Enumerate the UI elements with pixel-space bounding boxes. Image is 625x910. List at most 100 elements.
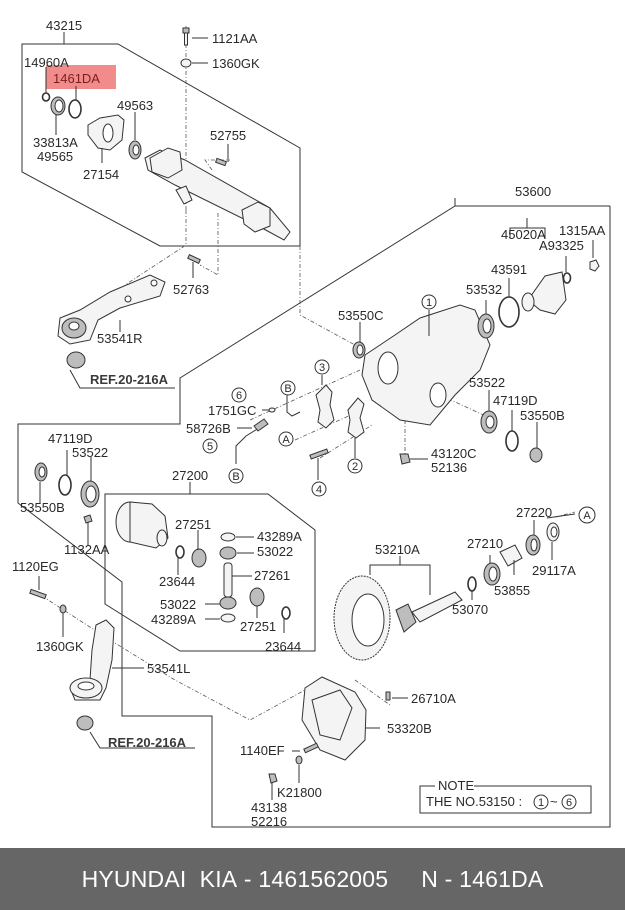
assembly-line	[299, 246, 356, 346]
label-45020A: 45020A	[501, 227, 546, 242]
svg-text:B: B	[284, 383, 291, 395]
seal-53550C	[352, 341, 366, 359]
label-27220: 27220	[516, 505, 552, 520]
clip-1751GC	[268, 407, 276, 413]
housing-27154	[87, 114, 125, 151]
label-53210A: 53210A	[375, 542, 420, 557]
bolt-43120C	[399, 453, 411, 465]
deflector-43591	[498, 296, 520, 328]
highlight-box	[46, 65, 116, 89]
shim-29117A	[546, 522, 560, 542]
note-range-from: 1	[538, 797, 544, 809]
washer-23644-b	[281, 606, 291, 620]
label-29117A: 29117A	[532, 563, 576, 578]
label-52136: 52136	[431, 460, 467, 475]
breather-hose	[286, 400, 301, 417]
side-gear-53022-b	[219, 596, 237, 610]
washer-A93325	[562, 272, 572, 284]
note-box: NOTE THE NO.53150 : 1 ~ 6	[419, 778, 592, 814]
note-title: NOTE	[438, 778, 474, 793]
label-1120EG: 1120EG	[12, 559, 59, 574]
label-53855: 53855	[494, 583, 530, 598]
label-33813A: 33813A	[33, 135, 78, 150]
seal-53550B-right	[529, 447, 543, 463]
washer-1360GK	[180, 58, 192, 68]
label-53550B-left: 53550B	[20, 500, 65, 515]
pinion-gear-27251-b	[249, 587, 265, 607]
label-58726B: 58726B	[186, 421, 231, 436]
ref-link-bottom[interactable]: REF.20-216A	[108, 735, 187, 750]
svg-text:B: B	[232, 471, 239, 483]
label-K21800: K21800	[277, 785, 322, 800]
seal-53532	[477, 313, 495, 339]
label-1132AA: 1132AA	[64, 542, 110, 557]
callout-2: 2	[347, 458, 363, 474]
seal-53550B-left	[34, 462, 48, 482]
svg-text:4: 4	[316, 484, 322, 496]
seal-53522-right	[480, 410, 498, 434]
ring-1461DA	[68, 99, 82, 119]
breather-pipe	[235, 427, 260, 464]
washer-43289A-b	[220, 613, 236, 623]
svg-text:6: 6	[236, 390, 242, 402]
label-49565: 49565	[37, 149, 73, 164]
label-1121AA: 1121AA	[212, 31, 258, 46]
label-43215: 43215	[46, 18, 82, 33]
differential-case-27200	[115, 501, 169, 549]
label-27261: 27261	[254, 568, 290, 583]
ring-47119D-left	[58, 474, 72, 496]
bushing-ref-top	[66, 351, 86, 369]
bolt-52763	[187, 253, 201, 265]
bearing-49563	[128, 140, 142, 160]
label-53022-a: 53022	[257, 544, 293, 559]
label-1360GK: 1360GK	[212, 56, 260, 71]
side-gear-53022-a	[219, 546, 237, 560]
label-1360GK-bottom: 1360GK	[36, 639, 84, 654]
label-53541L: 53541L	[147, 661, 190, 676]
bearing-27210	[483, 562, 501, 586]
seal-53522-left	[80, 480, 100, 508]
label-43138: 43138	[251, 800, 287, 815]
label-49563: 49563	[117, 98, 153, 113]
footer-ref-code: N - 1461DA	[421, 865, 544, 892]
callout-B-top: B	[280, 380, 296, 396]
label-1751GC: 1751GC	[208, 403, 256, 418]
mount-bracket-53541L	[69, 619, 115, 701]
bolt-52755	[214, 157, 228, 167]
label-53600: 53600	[515, 184, 551, 199]
callout-4: 4	[311, 481, 327, 497]
label-53532: 53532	[466, 282, 502, 297]
label-23644-a: 23644	[159, 574, 195, 589]
label-26710A: 26710A	[411, 691, 456, 706]
svg-text:3: 3	[319, 362, 325, 374]
label-1315AA: 1315AA	[559, 223, 606, 238]
svg-text:1: 1	[426, 297, 432, 309]
group-outline-53600	[17, 205, 611, 828]
collapsible-spacer-53855	[499, 544, 523, 567]
label-47119D-left: 47119D	[48, 431, 93, 446]
label-43289A-b: 43289A	[151, 612, 196, 627]
washer-43289A-a	[220, 532, 236, 542]
leader-lines	[38, 32, 594, 800]
ref-link-top[interactable]: REF.20-216A	[90, 372, 169, 387]
label-53550C: 53550C	[338, 308, 384, 323]
label-27251-a: 27251	[175, 517, 211, 532]
bolt-1140EF	[303, 742, 319, 754]
assembly-line	[354, 679, 391, 706]
nut-1315AA	[589, 259, 600, 272]
callout-A-right: A	[578, 506, 596, 524]
label-52755: 52755	[210, 128, 246, 143]
note-range-to: 6	[566, 797, 572, 809]
o-ring-14960A	[41, 92, 51, 102]
assembly-line	[199, 213, 219, 276]
label-A93325: A93325	[539, 238, 584, 253]
label-53522-right: 53522	[469, 375, 505, 390]
svg-text:A: A	[282, 434, 290, 446]
label-53022-b: 53022	[160, 597, 196, 612]
callout-A-left: A	[278, 431, 294, 447]
note-range-sep: ~	[550, 794, 558, 809]
footer-brand: HYUNDAI KIA	[81, 865, 238, 892]
svg-text:5: 5	[207, 441, 213, 453]
label-27251-b: 27251	[240, 619, 276, 634]
spacer-53070	[467, 576, 477, 592]
